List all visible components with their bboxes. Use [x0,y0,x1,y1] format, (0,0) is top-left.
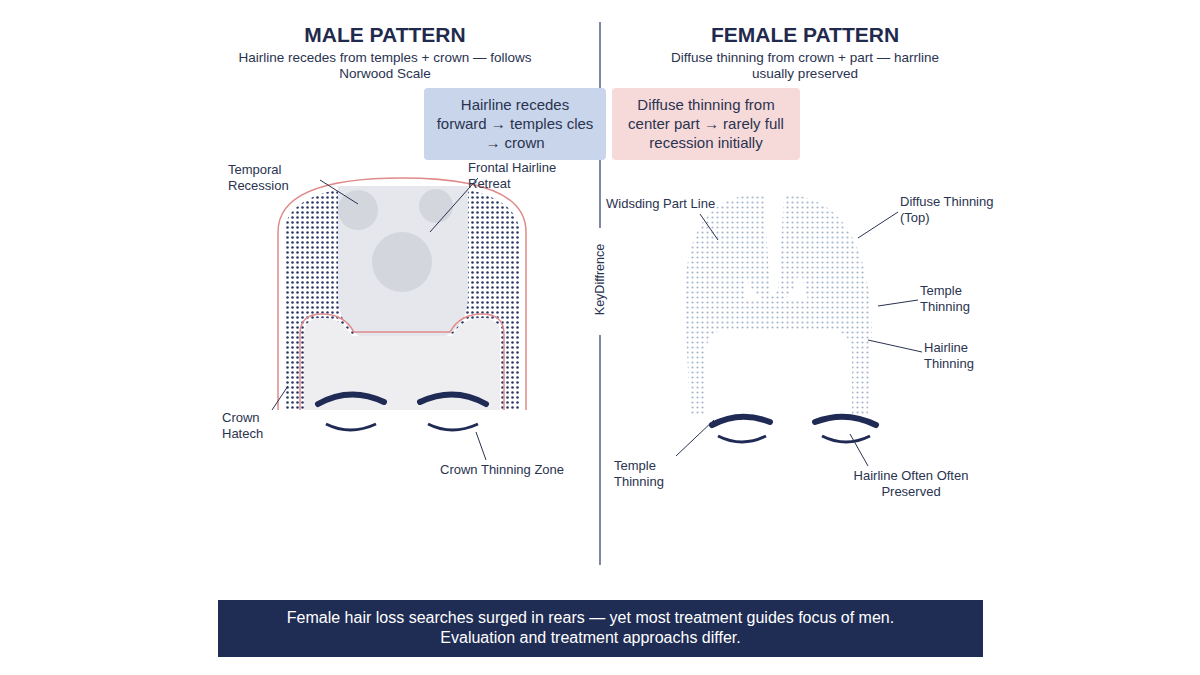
label-text: Crown Hatech [222,410,263,441]
label-text: Widsding Part Line [606,196,715,211]
label-text: FEMALE PATTERN [711,23,899,46]
divider-label: KeyDiffrence [593,220,608,340]
closed-eye [428,424,478,430]
leader-line [868,340,922,352]
divider-line [599,335,600,565]
label-text: Temple Thinning [920,283,970,314]
leader-line [476,432,486,460]
label-text: Hairline Thinning [924,340,974,371]
eyebrow [712,417,770,425]
male-head [278,178,526,430]
callout-box: Hairline recedes forward → temples cles … [424,88,606,160]
panel-subtitle: Diffuse thinning from crown + part — har… [655,50,955,82]
recession-spot [338,190,378,230]
panel-heading: FEMALE PATTERN [655,22,955,47]
leader-line [858,212,898,238]
thinning-gap [780,270,808,300]
panel-subtitle: Hairline recedes from temples + crown — … [235,50,535,82]
label-text: Diffuse thinning from crown + part — har… [671,50,939,81]
leader-line [878,300,918,306]
female-head [685,196,876,442]
part-line [764,196,784,295]
crown-spot [372,232,432,292]
eyebrow [420,394,486,404]
leader-line [676,420,714,456]
closed-eye [718,436,766,442]
callout-label: Temple Thinning [920,283,1000,314]
scalp-outline [278,178,526,410]
label-text: MALE PATTERN [304,23,465,46]
label-text: Temporal Recession [228,162,289,193]
callout-box: Diffuse thinning from center part → rare… [612,88,800,160]
label-text: Diffuse Thinning (Top) [900,194,993,225]
callout-label: Crown Thinning Zone [440,462,600,478]
bald-region [338,186,468,345]
hairline-outline [300,314,504,410]
leader-line [700,214,718,240]
hair-region [284,184,520,410]
callout-label: Diffuse Thinning (Top) [900,194,1000,225]
callout-label: Temporal Recession [228,162,328,193]
thinning-gap [744,270,770,300]
callout-label: Hairline Often Often Preserved [846,468,976,499]
summary-banner: Female hair loss searches surged in rear… [218,600,983,657]
label-text: KeyDiffrence [593,241,607,318]
callout-label: Hairline Thinning [924,340,1004,371]
hair-region [685,196,872,415]
eyebrow [815,417,876,425]
label-text: Hairline recedes from temples + crown — … [239,50,532,81]
callout-label: Frontal Hairline Retreat [468,160,588,191]
callout-label: Crown Hatech [222,410,292,441]
leader-line [272,386,288,410]
leader-line [850,434,868,466]
label-text: Frontal Hairline Retreat [468,160,556,191]
panel-heading: MALE PATTERN [235,22,535,47]
recession-spot [419,189,453,223]
leader-line [320,180,358,204]
label-text: Crown Thinning Zone [440,462,564,477]
leader-lines [272,178,922,466]
node-text: Female hair loss searches surged in rear… [248,608,933,648]
label-text: Hairline Often Often Preserved [854,468,969,499]
closed-eye [326,424,376,430]
node-text: Hairline recedes forward → temples cles … [434,96,596,152]
eyebrow [318,394,384,404]
callout-label: Widsding Part Line [606,196,736,212]
closed-eye [822,436,870,442]
node-text: Diffuse thinning from center part → rare… [622,96,790,152]
label-text: Temple Thinning [614,458,664,489]
callout-label: Temple Thinning [614,458,694,489]
